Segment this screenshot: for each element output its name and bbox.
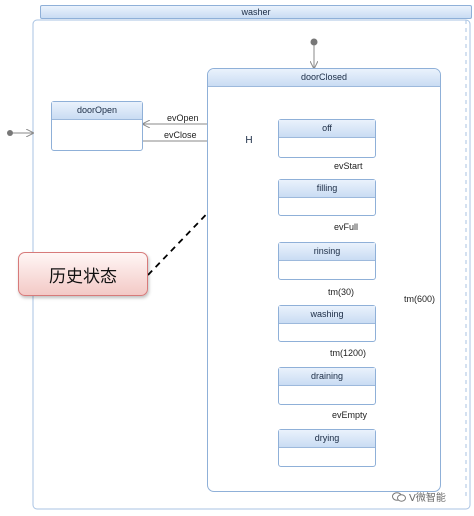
history-state-callout: 历史状态 xyxy=(18,252,148,296)
state-filling: filling xyxy=(278,179,376,216)
state-dooropen: doorOpen xyxy=(51,101,143,151)
label-tm1200: tm(1200) xyxy=(330,348,367,358)
label-evempty: evEmpty xyxy=(332,410,368,420)
state-washing-title: washing xyxy=(279,306,375,324)
state-doorclosed-title: doorClosed xyxy=(208,69,440,87)
state-drying: drying xyxy=(278,429,376,467)
label-tm30: tm(30) xyxy=(328,287,355,297)
label-evclose: evClose xyxy=(164,130,197,140)
label-tm600: tm(600) xyxy=(404,294,436,304)
label-evstart: evStart xyxy=(334,161,363,171)
state-rinsing: rinsing xyxy=(278,242,376,280)
wechat-icon xyxy=(392,492,406,502)
washer-title: washer xyxy=(241,7,271,17)
initial-node-washer xyxy=(7,130,13,136)
state-off-title: off xyxy=(279,120,375,138)
state-draining: draining xyxy=(278,367,376,405)
state-dooropen-title: doorOpen xyxy=(52,102,142,120)
label-evopen: evOpen xyxy=(167,113,199,123)
label-evfull: evFull xyxy=(334,222,359,232)
watermark-text: V微智能 xyxy=(409,493,446,504)
state-filling-title: filling xyxy=(279,180,375,198)
initial-node-doorclosed xyxy=(310,38,318,46)
state-rinsing-title: rinsing xyxy=(279,243,375,261)
state-drying-title: drying xyxy=(279,430,375,448)
history-marker-label: H xyxy=(245,135,253,146)
state-washing: washing xyxy=(278,305,376,342)
state-draining-title: draining xyxy=(279,368,375,386)
state-off: off xyxy=(278,119,376,158)
watermark: V微智能 xyxy=(392,489,446,504)
annotation-arrow xyxy=(147,170,249,276)
washer-title-bar: washer xyxy=(40,5,472,19)
